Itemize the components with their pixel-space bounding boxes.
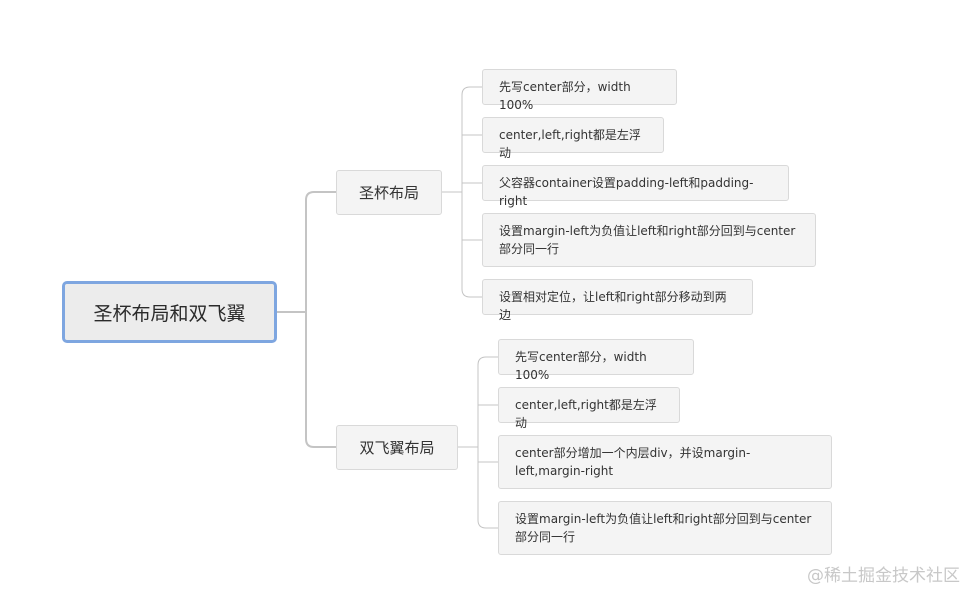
root-label: 圣杯布局和双飞翼 <box>93 302 246 325</box>
leaf-label: 设置margin-left为负值让left和right部分回到与center部分… <box>499 224 796 256</box>
leaf-node[interactable]: 设置margin-left为负值让left和right部分回到与center部分… <box>482 213 816 267</box>
branch-label: 双飞翼布局 <box>359 439 435 457</box>
branch-double-wing[interactable]: 双飞翼布局 <box>336 425 458 470</box>
connector-line <box>477 356 498 529</box>
leaf-label: 父容器container设置padding-left和padding-right <box>499 176 754 208</box>
leaf-node[interactable]: 父容器container设置padding-left和padding-right <box>482 165 789 208</box>
leaf-label: center,left,right都是左浮动 <box>515 398 657 430</box>
leaf-node[interactable]: 设置相对定位，让left和right部分移动到两边 <box>482 279 753 322</box>
branch-holy-grail[interactable]: 圣杯布局 <box>336 170 442 215</box>
leaf-node[interactable]: 先写center部分，width 100% <box>498 339 694 382</box>
leaf-node[interactable]: 设置margin-left为负值让left和right部分回到与center部分… <box>498 501 832 555</box>
leaf-node[interactable]: center部分增加一个内层div，并设margin-left,margin-r… <box>498 435 832 489</box>
leaf-node[interactable]: center,left,right都是左浮动 <box>498 387 680 430</box>
leaf-label: 先写center部分，width 100% <box>499 80 631 112</box>
leaf-label: center,left,right都是左浮动 <box>499 128 641 160</box>
leaf-label: center部分增加一个内层div，并设margin-left,margin-r… <box>515 446 751 478</box>
root-node[interactable]: 圣杯布局和双飞翼 <box>62 281 277 343</box>
connector-line <box>461 86 482 298</box>
leaf-label: 先写center部分，width 100% <box>515 350 647 382</box>
branch-label: 圣杯布局 <box>358 184 419 202</box>
connector-line <box>305 191 336 448</box>
leaf-node[interactable]: center,left,right都是左浮动 <box>482 117 664 160</box>
leaf-node[interactable]: 先写center部分，width 100% <box>482 69 677 112</box>
leaf-label: 设置margin-left为负值让left和right部分回到与center部分… <box>515 512 812 544</box>
watermark: @稀土掘金技术社区 <box>807 566 960 586</box>
leaf-label: 设置相对定位，让left和right部分移动到两边 <box>499 290 727 322</box>
